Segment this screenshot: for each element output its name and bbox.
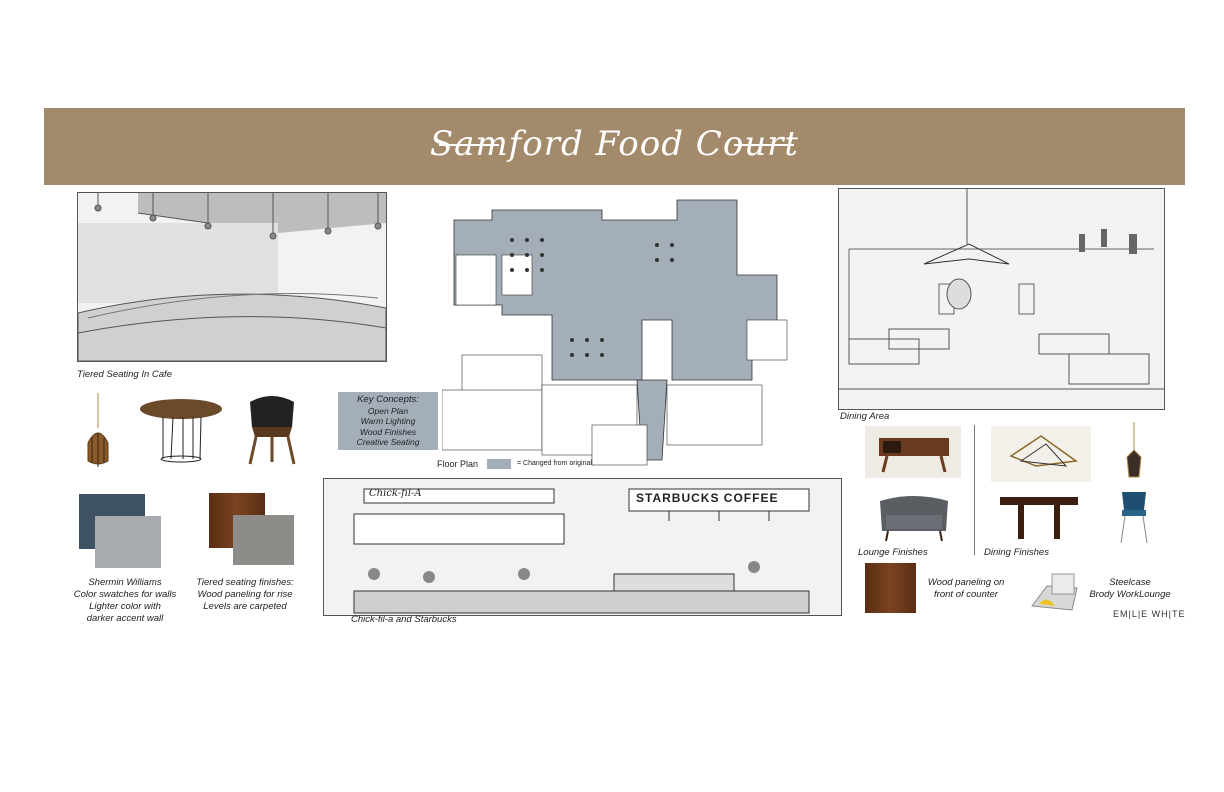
steelcase-brody-image <box>1027 566 1082 614</box>
caption-line: Levels are carpeted <box>203 601 287 612</box>
key-concept-item: Wood Finishes <box>359 426 417 437</box>
caption-line: Steelcase <box>1109 577 1151 588</box>
key-concept-item: Open Plan <box>367 405 409 416</box>
key-concepts-title: Key Concepts: <box>357 394 419 405</box>
counter-wood-swatch <box>865 563 916 613</box>
counter-wood-caption: Wood paneling on front of counter <box>920 577 1012 601</box>
caption-line: Tiered seating finishes: <box>196 577 294 588</box>
carpet-swatch <box>233 515 294 565</box>
dining-finishes-caption: Dining Finishes <box>984 547 1049 558</box>
lounge-chair-image <box>876 493 952 543</box>
dining-table-image <box>1000 493 1080 541</box>
chick-fil-a-sign: Chick-fil-A <box>369 488 422 499</box>
page-title: Samford Food Court <box>429 124 800 164</box>
legend-label: = Changed from original <box>517 460 592 467</box>
floor-plan <box>441 195 788 473</box>
pendant-light-image <box>1121 422 1147 482</box>
round-table-image <box>138 397 224 463</box>
lounge-finishes-caption: Lounge Finishes <box>858 547 928 558</box>
legend-swatch <box>487 459 511 469</box>
light-wall-swatch <box>95 516 161 568</box>
caption-line: Lighter color with <box>89 601 161 612</box>
finishes-divider <box>974 425 975 555</box>
caption-line: Brody WorkLounge <box>1089 589 1171 600</box>
dining-area-sketch <box>838 188 1165 410</box>
left-flourish <box>439 144 499 146</box>
caption-line: Wood paneling on <box>927 577 1005 588</box>
dining-chair-image <box>1116 490 1152 545</box>
tiered-finishes-caption: Tiered seating finishes: Wood paneling f… <box>180 577 310 613</box>
title-banner: Samford Food Court <box>44 108 1185 185</box>
caption-line: Shermin Williams <box>88 577 162 588</box>
tiered-seating-sketch <box>77 192 387 362</box>
key-concept-item: Warm Lighting <box>360 416 416 426</box>
chandelier-image <box>991 426 1091 482</box>
accent-chair-image <box>244 392 300 466</box>
key-concepts-box: Key Concepts: Open Plan Warm Lighting Wo… <box>338 392 438 450</box>
right-flourish <box>734 144 794 146</box>
caption-line: Color swatches for walls <box>73 589 177 600</box>
caption-line: Wood paneling for rise <box>197 589 293 600</box>
dining-area-caption: Dining Area <box>840 411 890 422</box>
storefront-sketch: Chick-fil-A STARBUCKS COFFEE <box>323 478 842 616</box>
key-concept-item: Creative Seating <box>356 437 420 447</box>
pendant-lamp-image <box>80 393 120 473</box>
designer-logo: EM|L|E WH|TE <box>1113 609 1186 619</box>
coffee-table-image <box>865 426 961 478</box>
steelcase-caption: Steelcase Brody WorkLounge <box>1082 577 1178 601</box>
caption-line: darker accent wall <box>86 613 164 624</box>
floor-plan-caption: Floor Plan <box>437 459 479 469</box>
wall-swatch-caption: Shermin Williams Color swatches for wall… <box>60 577 190 625</box>
starbucks-sign: STARBUCKS COFFEE <box>636 491 779 505</box>
tiered-seating-caption: Tiered Seating In Cafe <box>77 369 172 380</box>
storefront-caption: Chick-fil-a and Starbucks <box>351 614 457 625</box>
caption-line: front of counter <box>934 589 998 600</box>
